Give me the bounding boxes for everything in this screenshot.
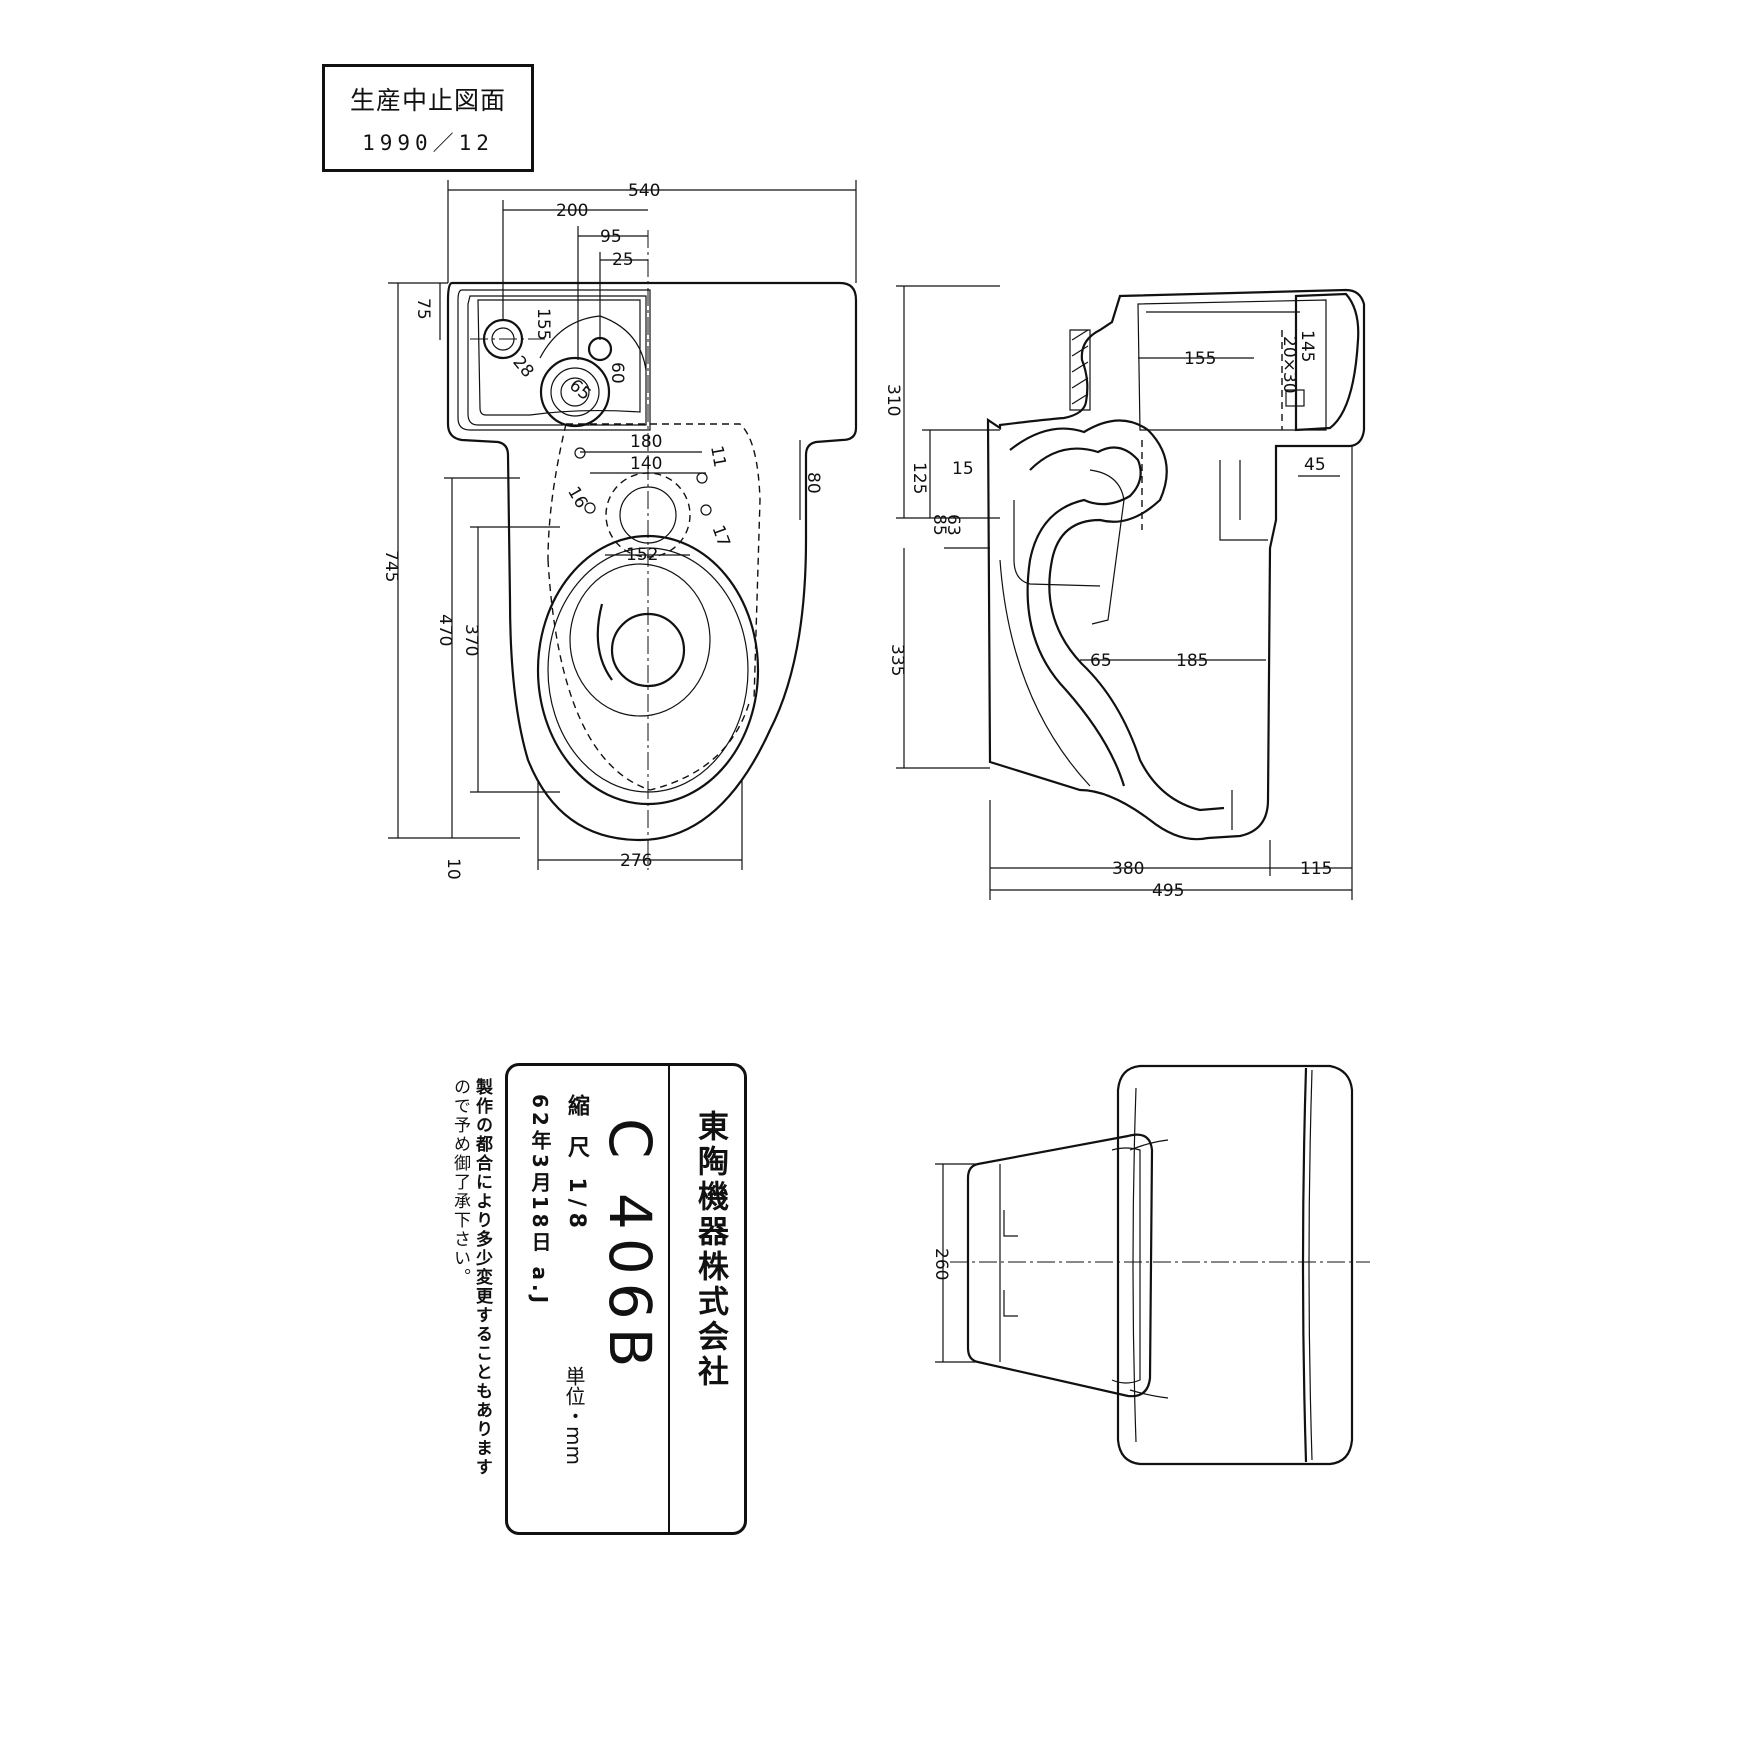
scale-value: 1/8 <box>564 1177 589 1234</box>
front-tank-outline <box>1116 1064 1354 1466</box>
dim-20x30: 20×30 <box>1279 336 1299 394</box>
dim-260: 260 <box>931 1248 951 1280</box>
dim-15: 15 <box>952 459 974 479</box>
dim-155-side: 155 <box>1184 349 1216 369</box>
title-block: 東陶機器株式会社 C 406B 縮 尺 1/8 単位・mm 62年3月18日 a… <box>505 1063 747 1535</box>
dim-65-side: 65 <box>1090 651 1112 671</box>
front-bowl-outline <box>966 1133 1154 1398</box>
dim-180: 180 <box>630 432 662 452</box>
dim-470: 470 <box>435 614 455 646</box>
dim-745: 745 <box>381 550 401 582</box>
title-block-divider <box>668 1066 670 1532</box>
dim-16: 16 <box>563 483 591 512</box>
scale-label: 縮 尺 1/8 <box>560 1094 592 1234</box>
valve-hole-center <box>539 356 611 428</box>
dim-200: 200 <box>556 201 588 221</box>
dim-140: 140 <box>630 454 662 474</box>
dim-152: 152 <box>626 545 658 565</box>
side-outline <box>986 288 1366 841</box>
side-view: 310 125 15 63 85 335 155 145 20×30 45 65… <box>883 285 1366 901</box>
dim-335: 335 <box>887 644 907 676</box>
drawing-date: 62年3月18日 a.J <box>528 1094 552 1308</box>
dim-185: 185 <box>1176 651 1208 671</box>
stamp-title: 生産中止図面 <box>349 86 506 115</box>
note-line-1: 製作の都合により多少変更することもあります <box>472 1078 492 1477</box>
dim-45: 45 <box>1304 455 1326 475</box>
trap-passage <box>1009 419 1225 812</box>
unit-label: 単位・mm <box>562 1366 586 1465</box>
dim-11: 11 <box>706 444 729 469</box>
front-view: 260 <box>931 1064 1370 1466</box>
dim-276: 276 <box>620 851 652 871</box>
dim-65: 65 <box>565 376 594 405</box>
dim-125: 125 <box>909 462 929 494</box>
dim-310: 310 <box>883 384 903 416</box>
dim-80: 80 <box>803 472 823 494</box>
dim-540: 540 <box>628 181 660 201</box>
dim-95: 95 <box>600 227 622 247</box>
dim-145: 145 <box>1297 330 1317 362</box>
company-name: 東陶機器株式会社 <box>692 1110 728 1390</box>
dim-10: 10 <box>443 858 463 880</box>
note-line-2: ので予め御了承下さい。 <box>450 1078 470 1287</box>
dim-495: 495 <box>1152 881 1184 901</box>
dim-60: 60 <box>607 362 627 384</box>
dim-75: 75 <box>413 298 433 320</box>
top-view: 540 200 95 25 75 155 28 60 65 180 140 16… <box>381 180 858 880</box>
dim-17: 17 <box>707 523 733 550</box>
scale-label-text: 縮 尺 <box>564 1094 589 1164</box>
dim-380: 380 <box>1112 859 1144 879</box>
discontinued-stamp: 生産中止図面 1990／12 <box>322 64 534 172</box>
bowl-inner <box>569 563 711 717</box>
dim-115: 115 <box>1300 859 1332 879</box>
tank-inner <box>457 289 651 431</box>
dim-370: 370 <box>461 624 481 656</box>
dim-25: 25 <box>612 250 634 270</box>
tank-outline <box>446 281 858 842</box>
stamp-date: 1990／12 <box>362 131 494 155</box>
model-number: C 406B <box>596 1118 664 1376</box>
dim-85: 85 <box>929 514 949 536</box>
dim-28: 28 <box>508 352 537 381</box>
dim-63: 63 <box>943 514 963 536</box>
dim-155: 155 <box>533 308 553 340</box>
